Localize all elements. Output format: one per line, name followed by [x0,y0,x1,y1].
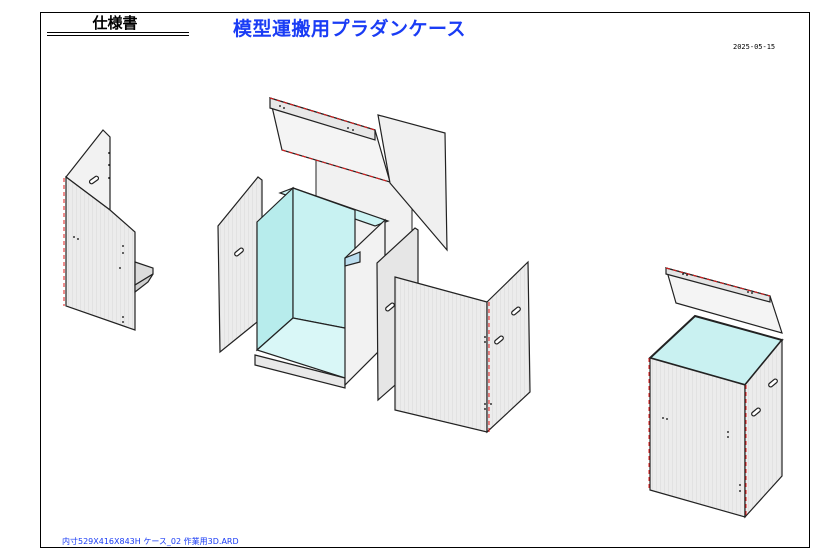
assembled-case [648,267,784,519]
lid-flap [377,114,448,252]
spec-underline [47,32,189,33]
front-panel [394,260,531,434]
inner-box [254,186,390,389]
left-outer-panel [217,176,263,354]
spec-underline-second [47,35,189,36]
left-side-panel [63,129,154,331]
file-name: 内寸529X416X843H ケース_02 作業用3D.ARD [62,537,239,546]
document-title: 模型運搬用プラダンケース [233,18,467,40]
document-date: 2025-05-15 [733,43,776,51]
top-lid [269,97,391,183]
spec-label: 仕様書 [92,14,138,32]
